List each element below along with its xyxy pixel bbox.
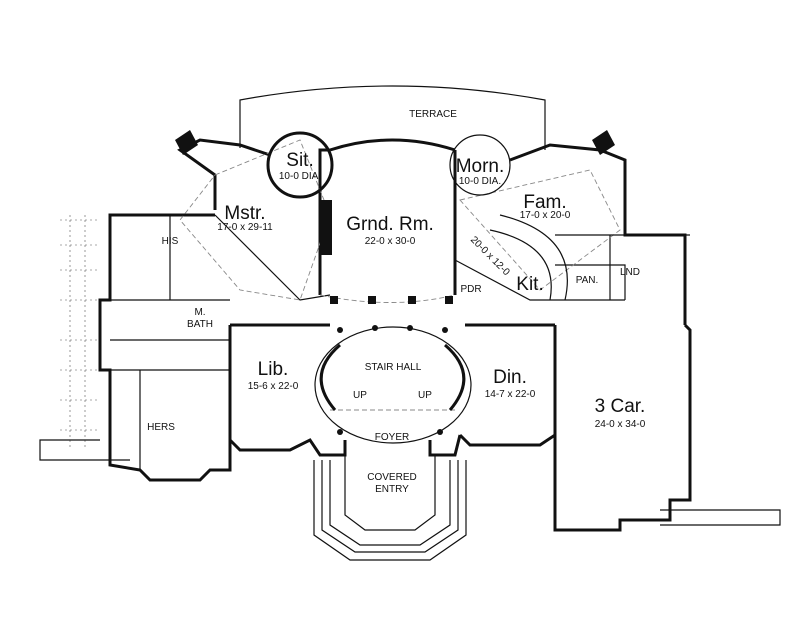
entry-steps (313, 455, 467, 561)
family-size: 17-0 x 20-0 (520, 210, 571, 221)
terrace-label: TERRACE (409, 109, 457, 120)
stair-hall-label: STAIR HALL (365, 362, 422, 373)
stair-up-right: UP (418, 390, 432, 401)
family-label: Fam. (523, 192, 566, 213)
sitting-size: 10-0 DIA. (279, 171, 321, 182)
ceiling-lines (179, 139, 621, 411)
covered-entry-label: COVERED (367, 472, 416, 483)
master-label: Mstr. (224, 203, 265, 224)
morning-label: Morn. (456, 156, 505, 177)
grand-room-label: Grnd. Rm. (346, 214, 434, 235)
kitchen-size: 20-0 x 12-0 (468, 234, 512, 278)
morning-size: 10-0 DIA. (459, 176, 501, 187)
sitting-label: Sit. (286, 150, 313, 171)
patio-grid (60, 215, 100, 450)
laundry-label: LND (620, 267, 640, 278)
his-label: HIS (162, 236, 179, 247)
garage-size: 24-0 x 34-0 (595, 419, 646, 430)
garden-wall-right (660, 509, 781, 526)
master-bath-label-2: BATH (187, 319, 213, 330)
curved-stairs (319, 343, 466, 411)
library-label: Lib. (258, 359, 289, 380)
dining-label: Din. (493, 367, 527, 388)
powder-label: PDR (460, 284, 481, 295)
sitting-bay (266, 131, 334, 199)
stair-up-left: UP (353, 390, 367, 401)
fireplace-corners (175, 130, 615, 155)
library-size: 15-6 x 22-0 (248, 381, 299, 392)
master-bath-label: M. (194, 307, 205, 318)
kitchen-island (489, 214, 568, 301)
terrace-outline (239, 85, 546, 150)
foyer-label: FOYER (375, 432, 409, 443)
morning-bay (449, 134, 511, 196)
kitchen-label: Kit. (516, 274, 543, 295)
grand-room-size: 22-0 x 30-0 (365, 236, 416, 247)
dining-size: 14-7 x 22-0 (485, 389, 536, 400)
interior-partitions (110, 214, 626, 470)
columns (330, 296, 453, 435)
garage-label: 3 Car. (595, 396, 646, 417)
pantry-label: PAN. (576, 275, 599, 286)
fireplace (320, 200, 332, 255)
covered-entry-label-2: ENTRY (375, 484, 409, 495)
garden-wall-left (39, 439, 130, 461)
interior-walls (228, 148, 557, 440)
master-size: 17-0 x 29-11 (217, 222, 273, 233)
hers-label: HERS (147, 422, 175, 433)
stair-hall-outline (314, 326, 472, 444)
